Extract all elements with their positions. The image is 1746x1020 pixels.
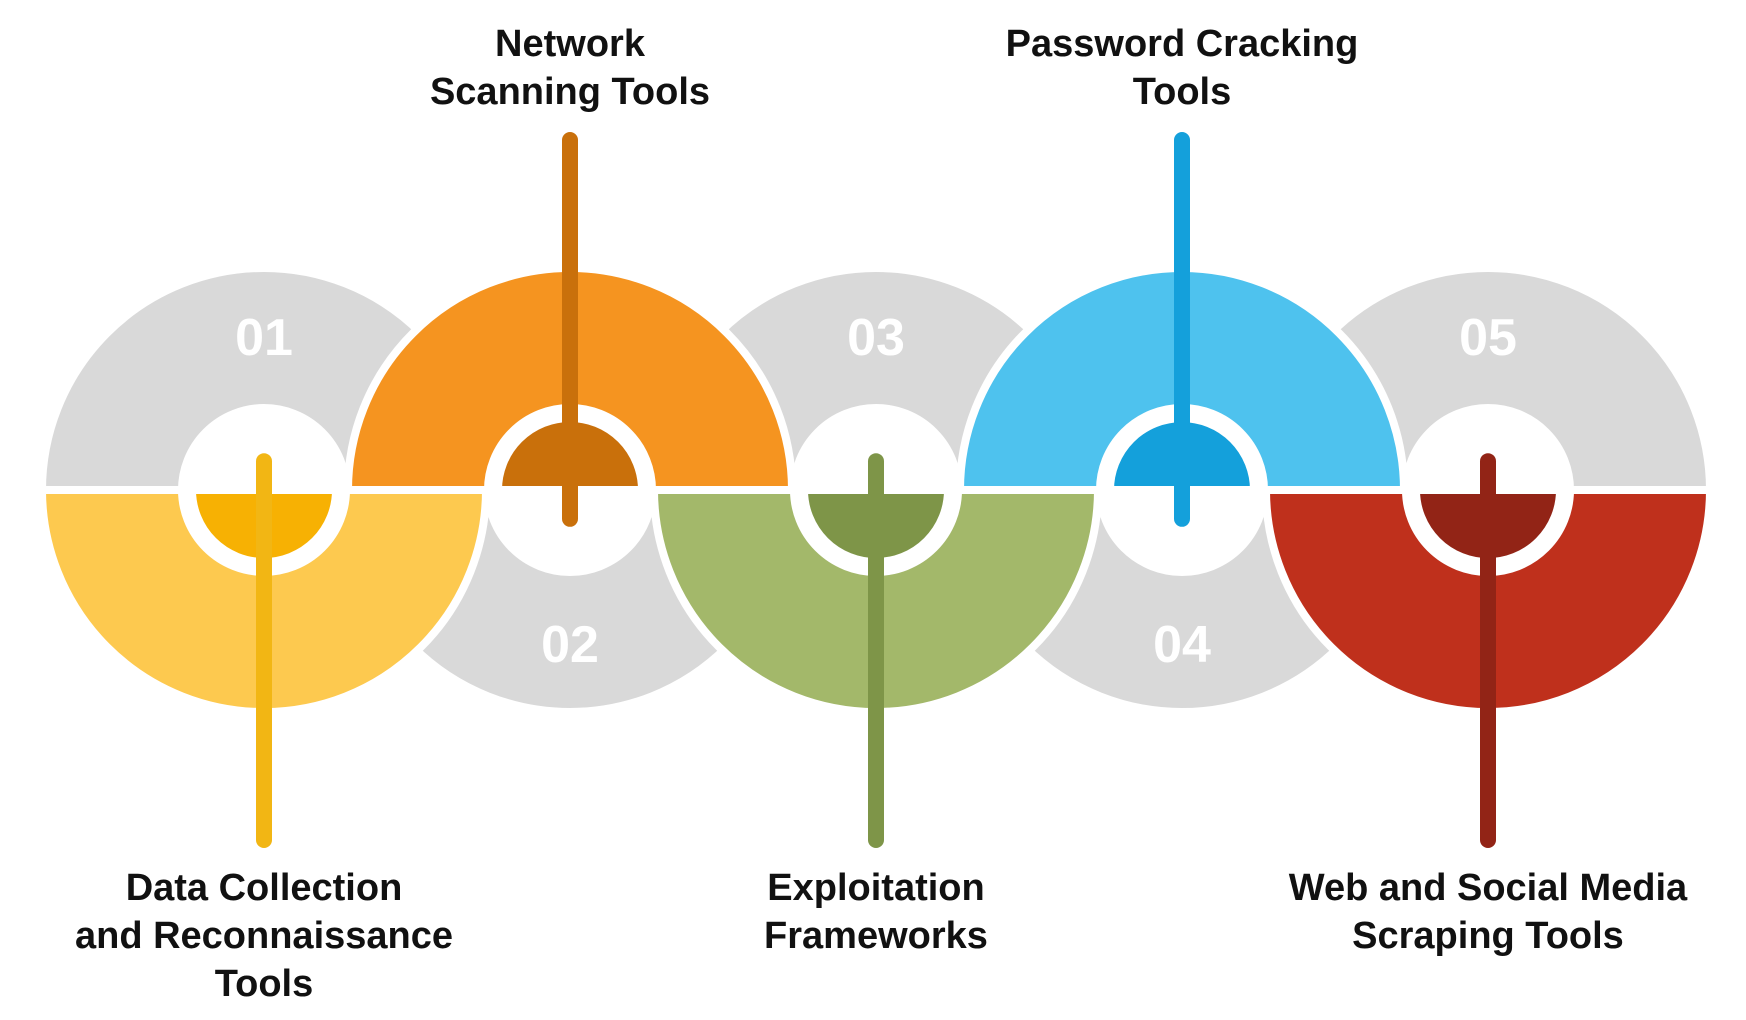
step-number-3: 03 — [847, 309, 905, 367]
step-label-5-line-1: Web and Social Media — [1289, 867, 1688, 909]
step-label-1-line-3: Tools — [215, 963, 314, 1005]
step-label-1-line-1: Data Collection — [126, 867, 403, 909]
step-label-2-line-2: Scanning Tools — [430, 71, 710, 113]
step-number-1: 01 — [235, 309, 293, 367]
step-label-3-line-2: Frameworks — [764, 915, 988, 957]
step-label-4-line-1: Password Cracking — [1006, 23, 1359, 65]
step-label-1-line-2: and Reconnaissance — [75, 915, 453, 957]
step-number-2: 02 — [541, 616, 599, 674]
step-label-4-line-2: Tools — [1133, 71, 1232, 113]
semicircle-layer — [37, 132, 1715, 848]
step-label-3-line-1: Exploitation — [767, 867, 984, 909]
step-label-5-line-2: Scraping Tools — [1352, 915, 1624, 957]
step-number-4: 04 — [1153, 616, 1211, 674]
step-label-2-line-1: Network — [495, 23, 646, 65]
step-number-5: 05 — [1459, 309, 1517, 367]
